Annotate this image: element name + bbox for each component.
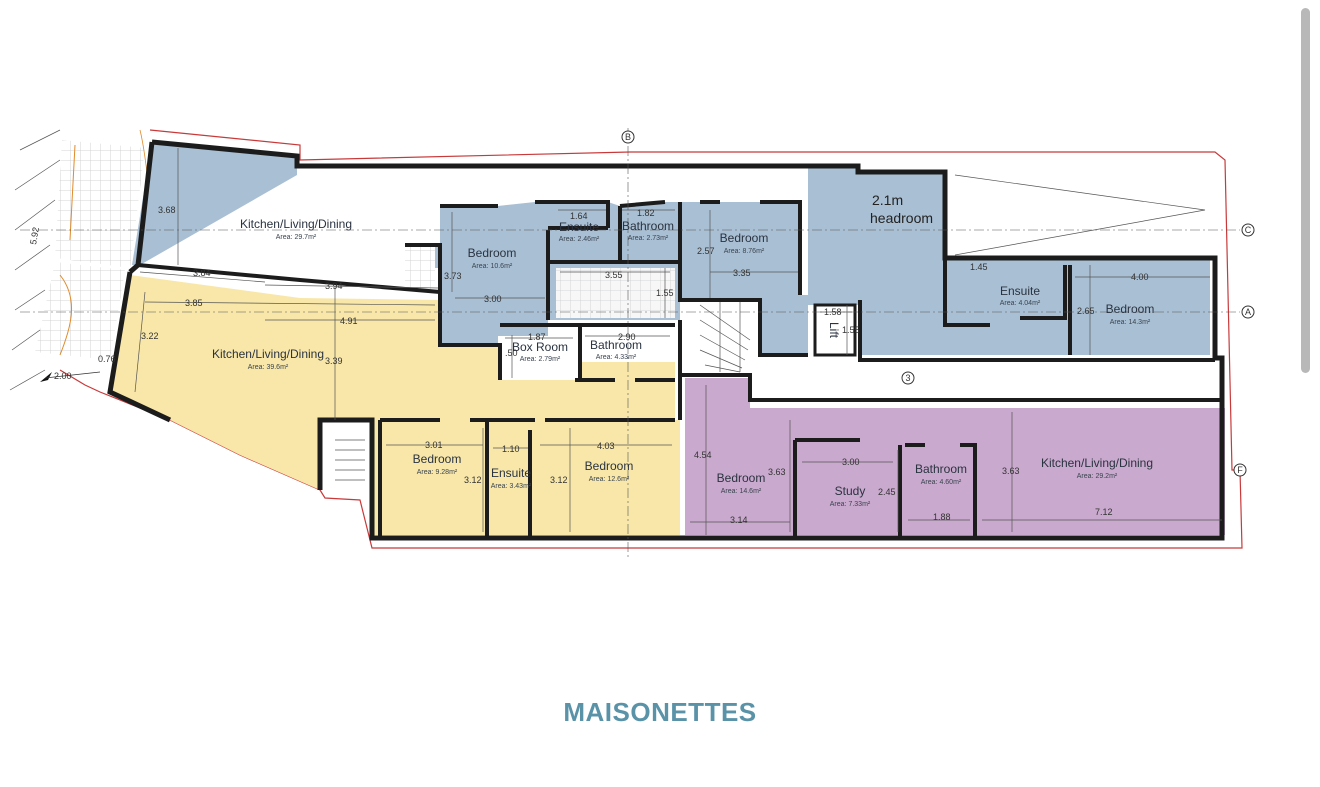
dim-label: 3.01 bbox=[425, 440, 443, 450]
dim-label: 3.00 bbox=[842, 457, 860, 467]
lift-shaft bbox=[813, 303, 857, 357]
dim-label: 4.03 bbox=[597, 441, 615, 451]
room-kld-purple-name: Kitchen/Living/Dining bbox=[1041, 456, 1153, 470]
corridor bbox=[760, 360, 1225, 405]
dim-label: 3.68 bbox=[158, 205, 176, 215]
room-ensuite-blue-1-area: Area: 2.46m² bbox=[559, 236, 600, 243]
room-bed-blue-1-area: Area: 10.6m² bbox=[472, 263, 513, 270]
room-bed-yellow-2-name: Bedroom bbox=[585, 459, 634, 473]
room-bed-blue-2-area: Area: 8.76m² bbox=[724, 248, 765, 255]
dim-label: 3.63 bbox=[768, 467, 786, 477]
dim-label: 2.90 bbox=[618, 332, 636, 342]
dim-label: 4.91 bbox=[340, 316, 358, 326]
dimension-labels: 3.68 3.84 3.94 3.73 3.00 1.64 1.82 2.57 … bbox=[28, 205, 1148, 525]
grid-marker-c: C bbox=[1245, 225, 1252, 235]
room-bath-purple-name: Bathroom bbox=[915, 462, 967, 476]
room-bath-yellow-name: Bathroom bbox=[590, 338, 642, 352]
dim-label: 3.73 bbox=[444, 271, 462, 281]
dim-label: 5.92 bbox=[28, 226, 41, 245]
room-ensuite-yellow-area: Area: 3.43m² bbox=[491, 483, 532, 490]
room-labels: Kitchen/Living/Dining Area: 29.7m² Bedro… bbox=[212, 192, 1154, 508]
room-study-name: Study bbox=[835, 484, 866, 498]
yellow-unit bbox=[110, 275, 680, 535]
dim-label: 1.82 bbox=[637, 208, 655, 218]
room-kld-purple-area: Area: 29.2m² bbox=[1077, 473, 1118, 480]
dim-label: 1.58 bbox=[824, 307, 842, 317]
dim-label: 1.87 bbox=[528, 332, 546, 342]
dim-label: 1.64 bbox=[570, 211, 588, 221]
dimension-lines bbox=[134, 148, 1222, 535]
room-bath-yellow-area: Area: 4.33m² bbox=[596, 354, 637, 361]
room-ensuite-blue-2-name: Ensuite bbox=[1000, 284, 1040, 298]
room-box-room-name: Box Room bbox=[512, 340, 568, 354]
room-bed-blue-2-name: Bedroom bbox=[720, 231, 769, 245]
void-lines bbox=[954, 174, 1206, 256]
dim-label: 1.45 bbox=[970, 262, 988, 272]
grid-marker-f: F bbox=[1237, 465, 1243, 475]
void-area bbox=[950, 170, 1210, 258]
grid-marker-3: 3 bbox=[905, 373, 910, 383]
room-study-area: Area: 7.33m² bbox=[830, 501, 871, 508]
room-lift-name: Lift bbox=[827, 322, 841, 339]
grid-axes: B C A 3 F bbox=[20, 128, 1255, 560]
room-kld-yellow-name: Kitchen/Living/Dining bbox=[212, 347, 324, 361]
room-box-room-area: Area: 2.79m² bbox=[520, 356, 561, 363]
purple-unit bbox=[685, 378, 1225, 535]
dim-label: 3.12 bbox=[550, 475, 568, 485]
room-bed-yellow-2-area: Area: 12.6m² bbox=[589, 476, 630, 483]
dim-label: 3.00 bbox=[484, 294, 502, 304]
scrollbar-thumb[interactable] bbox=[1301, 8, 1310, 373]
room-bath-purple-area: Area: 4.60m² bbox=[921, 479, 962, 486]
dim-label: 1.10 bbox=[502, 444, 520, 454]
dim-label: 1.88 bbox=[933, 512, 951, 522]
room-bed-purple-name: Bedroom bbox=[717, 471, 766, 485]
dim-label: 4.54 bbox=[694, 450, 712, 460]
dim-label: 1.55 bbox=[656, 288, 674, 298]
room-kld-yellow-area: Area: 39.6m² bbox=[248, 364, 289, 371]
grid-marker-b: B bbox=[625, 132, 631, 142]
dim-label: 3.39 bbox=[325, 356, 343, 366]
room-bed-purple-area: Area: 14.6m² bbox=[721, 488, 762, 495]
dim-label: 2.45 bbox=[878, 487, 896, 497]
dim-label: 3.63 bbox=[1002, 466, 1020, 476]
dim-label: 7.12 bbox=[1095, 507, 1113, 517]
room-bed-blue-3-name: Bedroom bbox=[1106, 302, 1155, 316]
north-arrow-icon bbox=[40, 371, 101, 382]
room-kld-blue-name: Kitchen/Living/Dining bbox=[240, 217, 352, 231]
room-bed-blue-1-name: Bedroom bbox=[468, 246, 517, 260]
dim-label: .50 bbox=[505, 348, 518, 358]
blue-unit bbox=[132, 142, 1210, 355]
room-bed-blue-3-area: Area: 14.3m² bbox=[1110, 319, 1151, 326]
dim-label: 1.55 bbox=[842, 325, 860, 335]
headroom-label: headroom bbox=[870, 210, 933, 226]
room-bath-blue-name: Bathroom bbox=[622, 219, 674, 233]
dim-label: 0.76 bbox=[98, 354, 116, 364]
dim-label: 2.57 bbox=[697, 246, 715, 256]
dim-label: 4.00 bbox=[1131, 272, 1149, 282]
page-title: MAISONETTES bbox=[563, 697, 757, 727]
dim-label: 3.94 bbox=[325, 281, 343, 291]
dim-label: 3.55 bbox=[605, 270, 623, 280]
room-bath-blue-area: Area: 2.73m² bbox=[628, 235, 669, 242]
dim-label: 3.12 bbox=[464, 475, 482, 485]
dim-label: 3.35 bbox=[733, 268, 751, 278]
dim-label: 2.65 bbox=[1077, 306, 1095, 316]
dim-label: 3.14 bbox=[730, 515, 748, 525]
headroom-height: 2.1m bbox=[872, 192, 903, 208]
dim-label: 3.84 bbox=[193, 268, 211, 278]
dim-label: 3.85 bbox=[185, 298, 203, 308]
room-kld-blue-area: Area: 29.7m² bbox=[276, 234, 317, 241]
dim-label: 2.00 bbox=[54, 371, 72, 381]
room-ensuite-blue-1-name: Ensuite bbox=[559, 220, 599, 234]
dim-label: 3.22 bbox=[141, 331, 159, 341]
terrace bbox=[9, 129, 151, 391]
room-ensuite-yellow-name: Ensuite bbox=[491, 466, 531, 480]
room-ensuite-blue-2-area: Area: 4.04m² bbox=[1000, 300, 1041, 307]
room-bed-yellow-1-area: Area: 9.28m² bbox=[417, 469, 458, 476]
grid-marker-a: A bbox=[1245, 307, 1251, 317]
interior-walls bbox=[137, 200, 1220, 538]
room-bed-yellow-1-name: Bedroom bbox=[413, 452, 462, 466]
